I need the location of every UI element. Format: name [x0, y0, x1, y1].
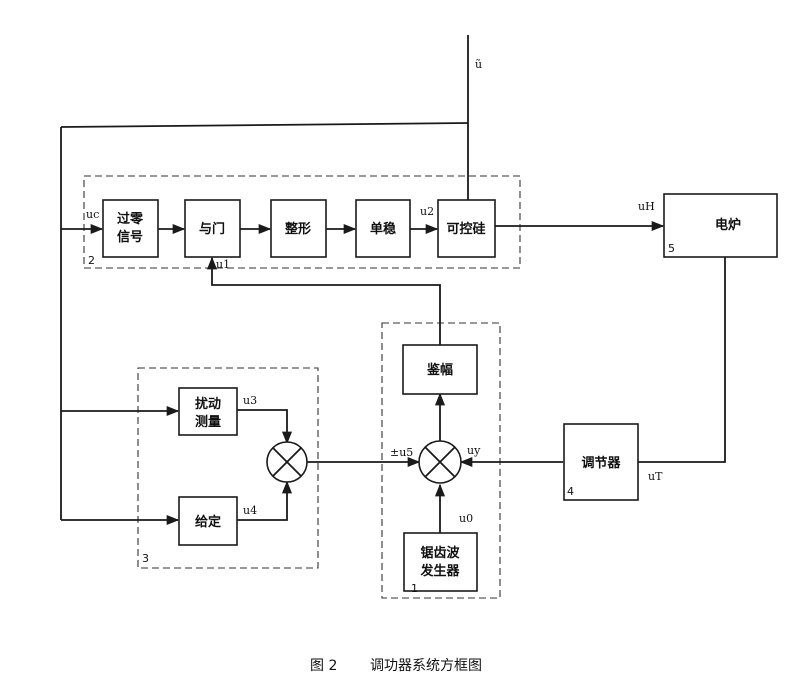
signal-u0-label: u0 [459, 512, 473, 525]
disturbance-label-line1: 扰动 [195, 396, 221, 412]
zero-cross-signal-block: 过零 信号 [102, 199, 159, 258]
signal-u5-label: ±u5 [390, 446, 413, 459]
group-number-3: 3 [142, 552, 149, 565]
signal-uy-label: uy [467, 444, 481, 457]
group-number-4: 4 [567, 485, 574, 498]
and-gate-label: 与门 [199, 221, 225, 237]
disturbance-label-line2: 测量 [195, 414, 221, 430]
setpoint-block: 给定 [178, 496, 238, 546]
signal-u3-label: u3 [243, 394, 257, 407]
zero-cross-label-line1: 过零 [117, 211, 144, 227]
furnace-block: 电炉 [663, 193, 778, 258]
summing-junction-right [418, 440, 462, 484]
regulator-label: 调节器 [581, 455, 621, 471]
signal-u1-label: u1 [216, 258, 230, 271]
wire-ac-bus [60, 122, 469, 128]
disturbance-measure-block: 扰动 测量 [178, 387, 238, 436]
group-number-1: 1 [411, 582, 418, 595]
wire-u4-to-sum [237, 480, 293, 521]
wire-u1-to-and-gate [206, 256, 441, 345]
zero-cross-label-line2: 信号 [117, 229, 143, 245]
and-gate-block: 与门 [184, 199, 241, 258]
wire-u3-to-sum [237, 409, 293, 445]
monostable-block: 单稳 [355, 199, 411, 258]
furnace-label: 电炉 [715, 217, 741, 233]
group-boundary-3 [137, 367, 319, 569]
group-boundary-1 [381, 322, 501, 599]
group-number-2: 2 [88, 254, 95, 267]
signal-uT-label: uT [648, 470, 663, 483]
signal-u4-label: u4 [243, 504, 257, 517]
signal-uH-label: uH [638, 200, 655, 213]
amplitude-detector-block: 鉴幅 [402, 344, 478, 395]
summing-junction-left [266, 441, 308, 483]
shaping-block: 整形 [270, 199, 327, 258]
monostable-label: 单稳 [370, 221, 396, 237]
sawtooth-label-line2: 发生器 [419, 563, 460, 579]
regulator-block: 调节器 [563, 423, 639, 501]
setpoint-label: 给定 [195, 514, 221, 530]
scr-block: 可控硅 [437, 199, 496, 258]
signal-u2-label: u2 [420, 205, 434, 218]
input-signal-label: ũ [475, 58, 482, 71]
shaping-label: 整形 [284, 221, 311, 237]
sawtooth-label-line1: 锯齿波 [420, 545, 460, 561]
figure-number: 图 2 [310, 658, 337, 674]
scr-label: 可控硅 [446, 221, 485, 237]
sawtooth-generator-block: 锯齿波 发生器 [403, 532, 478, 592]
wire-furnace-feedback [638, 256, 726, 463]
figure-title: 调功器系统方框图 [370, 658, 482, 674]
amplitude-detector-label: 鉴幅 [426, 362, 453, 378]
group-number-5: 5 [668, 242, 675, 255]
signal-uc-label: uc [86, 208, 99, 221]
